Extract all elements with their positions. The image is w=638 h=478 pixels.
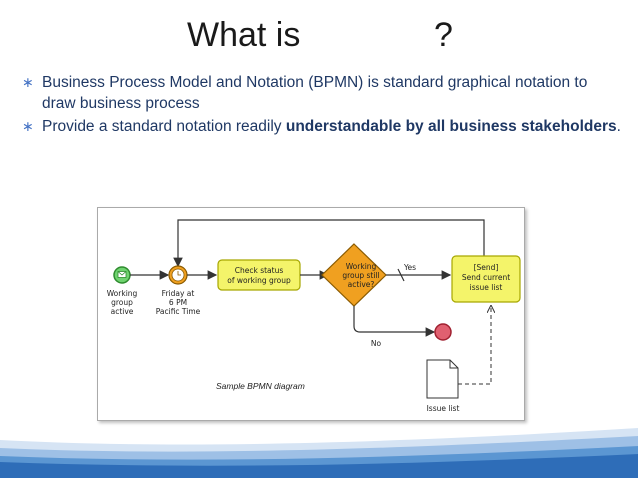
slide-title: What is ?: [0, 12, 638, 62]
task1-label-1: Check status: [235, 266, 284, 275]
no-label: No: [371, 339, 382, 348]
bullet-item: ∗ Provide a standard notation readily un…: [22, 116, 622, 137]
start-label-1: Working: [107, 289, 138, 298]
yes-label: Yes: [403, 263, 416, 272]
bullet-text: Provide a standard notation readily: [42, 118, 286, 135]
bpmn-diagram-svg: Working group active Friday at 6 PM Paci…: [107, 219, 521, 413]
task2-label-1: [Send]: [474, 263, 499, 272]
task2-label-2: Send current: [462, 273, 510, 282]
bpmn-diagram-image: Working group active Friday at 6 PM Paci…: [97, 207, 525, 421]
title-text: What is: [187, 16, 301, 54]
start-label-3: active: [111, 307, 134, 316]
bullet-text-end: .: [616, 118, 621, 135]
data-object-icon: [426, 359, 459, 399]
bullet-text: Business Process Model and Notation (BPM…: [42, 74, 588, 112]
gateway-label-3: active?: [348, 280, 375, 289]
timer-label-2: 6 PM: [169, 298, 187, 307]
diagram-caption: Sample BPMN diagram: [216, 381, 305, 391]
timer-label-3: Pacific Time: [156, 307, 201, 316]
default-flow-marker: [397, 268, 405, 282]
send-issue-list-task: [451, 255, 521, 303]
gateway-label-1: Working: [346, 262, 377, 271]
loop-flow-line: [173, 219, 485, 268]
title-question-mark: ?: [434, 16, 453, 54]
start-label-2: group: [111, 298, 133, 307]
bullet-list: ∗ Business Process Model and Notation (B…: [22, 72, 622, 139]
bullet-bold-text: understandable by all business stakehold…: [285, 118, 617, 135]
task1-label-2: of working group: [227, 276, 291, 285]
data-object-label: Issue list: [427, 404, 460, 413]
timer-label-1: Friday at: [162, 289, 195, 298]
gateway-label-2: group still: [342, 271, 379, 280]
task2-label-3: issue list: [470, 283, 503, 292]
check-status-task: [217, 259, 301, 291]
bullet-marker-icon: ∗: [22, 74, 34, 90]
no-flow: [353, 306, 436, 337]
bullet-item: ∗ Business Process Model and Notation (B…: [22, 72, 622, 114]
bullet-marker-icon: ∗: [22, 118, 34, 134]
footer-wave-decoration: [0, 428, 638, 478]
end-event-icon: [434, 323, 452, 341]
data-association: [458, 306, 491, 385]
